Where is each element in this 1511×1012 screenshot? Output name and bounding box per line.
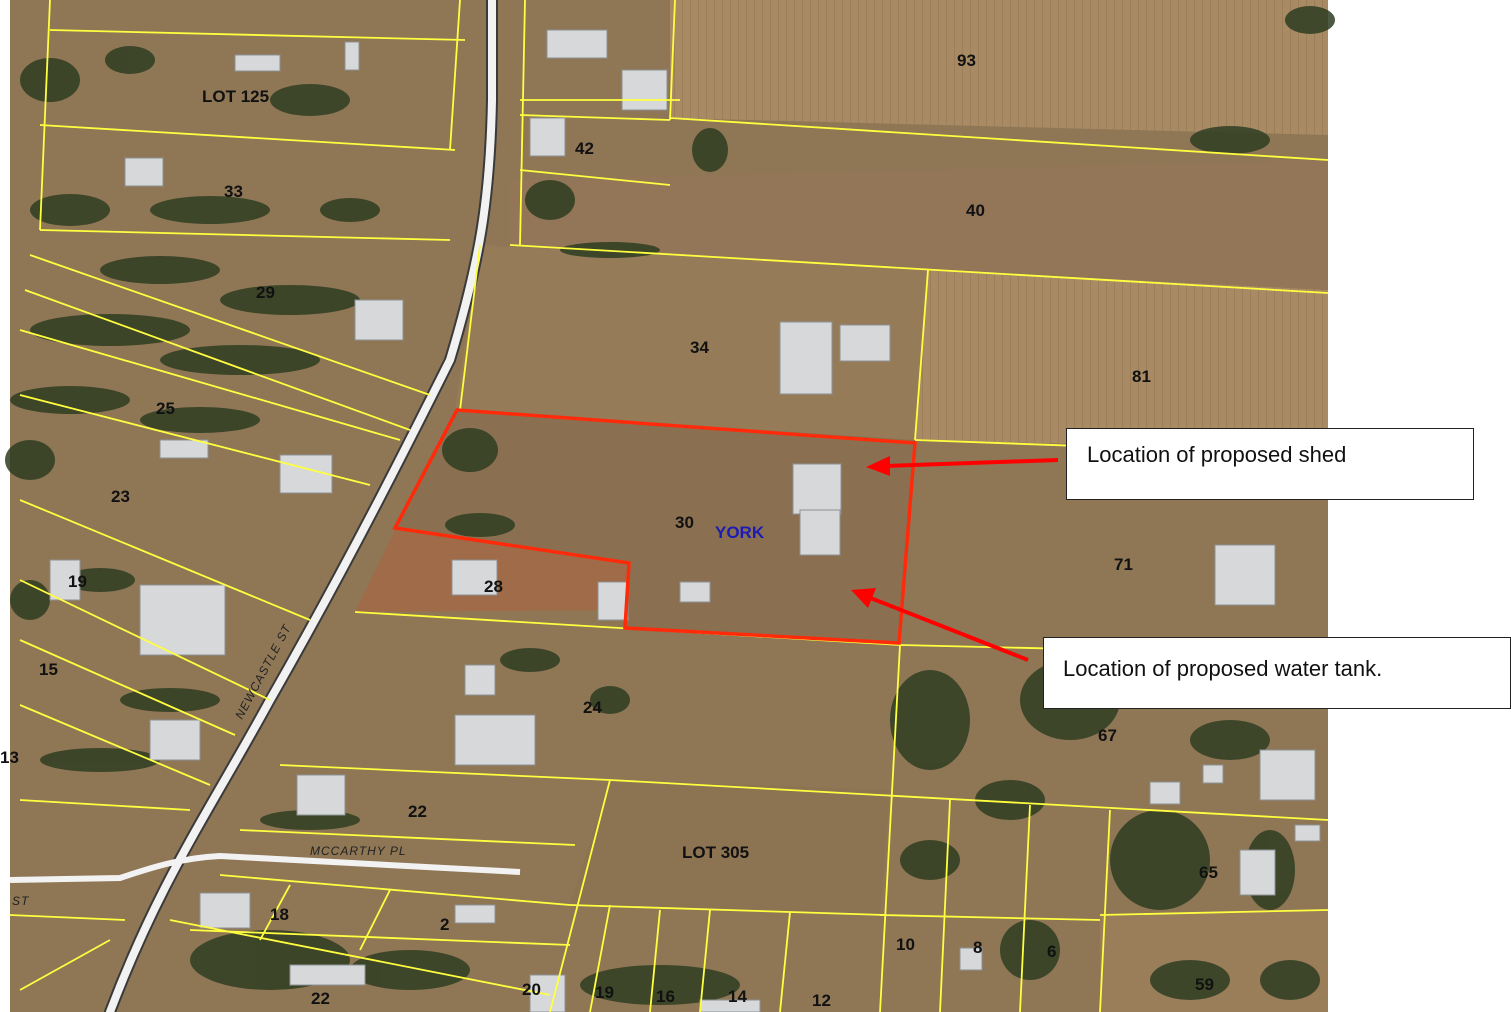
- lot-label-67: 67: [1098, 726, 1117, 745]
- lot-label-28: 28: [484, 577, 503, 596]
- paddock-30: [395, 410, 915, 645]
- lot-label-25: 25: [156, 399, 175, 418]
- lot-label-125: LOT 125: [202, 87, 269, 106]
- lot-label-20: 20: [522, 980, 541, 999]
- callout-proposed-water-tank: Location of proposed water tank.: [1043, 637, 1511, 709]
- town-label: YORK: [715, 523, 765, 542]
- aerial-map: 93 LOT 125 42 40 33 29 34 81 25 23 30 71…: [0, 0, 1335, 1012]
- street-label-st-fragment: ST: [12, 894, 30, 908]
- vegetation: [5, 6, 1335, 1005]
- callout-proposed-shed-text: Location of proposed shed: [1087, 442, 1347, 467]
- lot-label-23: 23: [111, 487, 130, 506]
- street-label-mccarthy: MCCARTHY PL: [310, 844, 407, 858]
- lot-label-2: 2: [440, 915, 449, 934]
- lot-label-59: 59: [1195, 975, 1214, 994]
- lot-label-81: 81: [1132, 367, 1151, 386]
- buildings: [49, 29, 1321, 1012]
- mccarthy-pl-road: [9, 852, 521, 883]
- paddock-lot-305: [570, 780, 890, 915]
- lot-label-14: 14: [728, 987, 747, 1006]
- lot-label-34: 34: [690, 338, 709, 357]
- lot-label-19-lower: 19: [595, 983, 614, 1002]
- lot-label-30: 30: [675, 513, 694, 532]
- lot-label-22-upper: 22: [408, 802, 427, 821]
- lot-label-93: 93: [957, 51, 976, 70]
- callout-proposed-shed: Location of proposed shed: [1066, 428, 1474, 500]
- lot-label-29: 29: [256, 283, 275, 302]
- lot-label-13: 13: [0, 748, 19, 767]
- lot-label-19: 19: [68, 572, 87, 591]
- lot-label-10: 10: [896, 935, 915, 954]
- paddock-93: [670, 0, 1328, 135]
- lot-label-42: 42: [575, 139, 594, 158]
- lot-label-22-lower: 22: [311, 989, 330, 1008]
- paddock-81: [915, 270, 1328, 450]
- tank-arrow: [851, 588, 1029, 662]
- lot-label-18: 18: [270, 905, 289, 924]
- lot-label-6: 6: [1047, 942, 1056, 961]
- property-boundaries: [9, 0, 1329, 1012]
- lot-label-8: 8: [973, 938, 982, 957]
- lot-label-15: 15: [39, 660, 58, 679]
- lot-label-12: 12: [812, 991, 831, 1010]
- lot-label-33: 33: [224, 182, 243, 201]
- lot-label-40: 40: [966, 201, 985, 220]
- lot-label-71: 71: [1114, 555, 1133, 574]
- lot-label-16: 16: [656, 987, 675, 1006]
- callout-proposed-water-tank-text: Location of proposed water tank.: [1063, 656, 1383, 681]
- newcastle-st-road-surface: [106, 0, 496, 1012]
- lot-label-24: 24: [583, 698, 602, 717]
- lot-label-65: 65: [1199, 863, 1218, 882]
- lot-label-305: LOT 305: [682, 843, 749, 862]
- subject-lot-30-outline: [392, 408, 917, 645]
- paddock-40: [510, 160, 1328, 290]
- shed-arrow: [866, 456, 1059, 476]
